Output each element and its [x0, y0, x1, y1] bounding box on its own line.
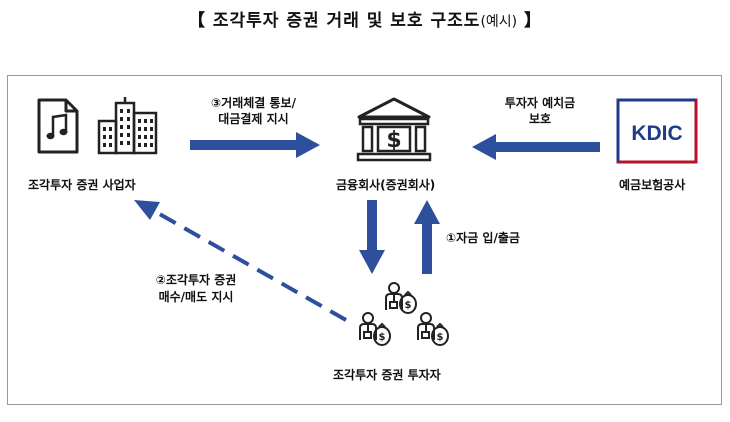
title-sub: (예시)	[480, 14, 518, 30]
investor-right-icon	[417, 312, 449, 346]
kdic-logo: KDIC	[616, 98, 698, 164]
page-title: 【 조각투자 증권 거래 및 보호 구조도(예시) 】	[0, 6, 730, 31]
svg-text:$: $	[386, 128, 401, 153]
investors-icon: $ $ $	[359, 282, 449, 346]
deposit-protection-line1: 투자자 예치금	[504, 96, 576, 110]
order-dashed-arrow	[134, 200, 347, 322]
trade-notice-line1: ③거래체결 통보/	[211, 96, 296, 110]
funds-inout-label: ①자금 입/출금	[446, 231, 520, 245]
order-line2: 매수/매도 지시	[158, 290, 234, 304]
order-line1: ②조각투자 증권	[155, 273, 237, 287]
title-main: 조각투자 증권 거래 및 보호 구조도	[212, 11, 481, 31]
deposit-protection-label: 투자자 예치금 보호	[485, 95, 595, 127]
bank-icon: $	[356, 97, 432, 162]
title-open-bracket: 【	[187, 11, 206, 31]
trade-notice-arrow	[190, 132, 320, 158]
svg-text:$: $	[379, 332, 386, 343]
svg-text:$: $	[437, 332, 444, 343]
financial-label: 금융회사(증권회사)	[336, 178, 436, 192]
buildings-icon	[97, 97, 158, 155]
kdic-logo-text: KDIC	[631, 122, 682, 145]
funds-up-arrow	[414, 200, 440, 274]
order-label: ②조각투자 증권 매수/매도 지시	[131, 272, 261, 306]
music-file-icon	[37, 98, 79, 154]
svg-text:$: $	[405, 300, 412, 311]
funds-down-arrow	[359, 200, 385, 274]
trade-notice-line2: 대금결제 지시	[218, 112, 289, 126]
investor-label: 조각투자 증권 투자자	[333, 368, 441, 382]
kdic-label: 예금보험공사	[619, 178, 686, 192]
title-close-bracket: 】	[524, 11, 543, 31]
business-label: 조각투자 증권 사업자	[28, 178, 136, 192]
diagram-frame	[7, 75, 722, 405]
investor-top-icon	[385, 282, 417, 314]
deposit-protection-line2: 보호	[528, 112, 552, 126]
investor-left-icon	[359, 312, 391, 346]
trade-notice-label: ③거래체결 통보/ 대금결제 지시	[186, 95, 321, 127]
deposit-protection-arrow	[472, 134, 600, 160]
